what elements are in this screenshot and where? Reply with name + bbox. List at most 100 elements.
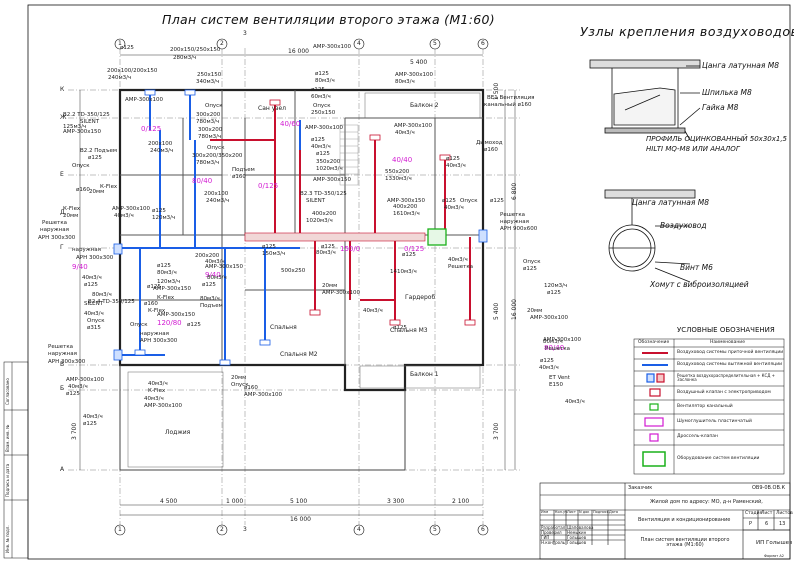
plan-label: 80м3/ч [207, 275, 227, 281]
detail-hanger [589, 59, 701, 141]
axis-left-d: Д [60, 209, 65, 216]
stamp-sheets-head: Листов [776, 511, 793, 516]
plan-label: АМР-300x150 [313, 177, 352, 183]
axis-bottom-1: 1 [118, 526, 122, 533]
plan-label: В2.4 TD-350/125 [88, 299, 135, 305]
plan-label: АРН 300x300 [48, 359, 86, 365]
plan-label: Е150 [549, 382, 563, 388]
plan-label: АМР-300x100 [313, 44, 352, 50]
plan-label: ø125 [187, 322, 201, 328]
details-title: Узлы крепления воздуховодов [580, 24, 794, 39]
plan-label: К-Flex [100, 184, 118, 190]
plan-label: АМР-300x150 [153, 286, 192, 292]
plan-label: 240м3/ч [150, 148, 174, 154]
axis-top-4: 4 [357, 40, 361, 47]
plan-label: канальный ø160 [484, 102, 532, 108]
plan-label: АРН 300x300 [140, 338, 178, 344]
plan-label: 1610м3/ч [393, 211, 420, 217]
room-bedroom-m2: Спальня М2 [280, 351, 318, 358]
plan-label: 80м3/ч [92, 292, 112, 298]
detail-bottom-2: Воздуховод [660, 221, 707, 230]
plan-label: 40м3/ч [539, 365, 559, 371]
plan-label: 40м3/ч [205, 259, 225, 265]
plan-label: АРН 300x300 [38, 235, 76, 241]
axis-left-a: А [60, 466, 65, 473]
plan-label: 300x200 [198, 127, 223, 133]
axis-top-3: 3 [243, 30, 247, 37]
plan-label: АМР-300x100 [530, 315, 569, 321]
plan-label: ø125 [442, 198, 456, 204]
side-label-agreed: Согласовано [5, 378, 10, 405]
plan-label: 80м3/ч [315, 78, 335, 84]
title-block [539, 482, 791, 560]
plan-label: 0/125 [404, 245, 425, 253]
diffusers [134, 89, 476, 366]
plan-label: ø125 [402, 252, 416, 258]
plan-label: наружная [48, 351, 77, 357]
plan-label: АМР-300x100 [394, 123, 433, 129]
plan-label: 40м3/ч [446, 163, 466, 169]
plan-label: SILENT [306, 198, 326, 204]
plan-label: 200x200 [195, 253, 220, 259]
dim-left-1: 3 700 [71, 422, 78, 440]
legend-title: УСЛОВНЫЕ ОБОЗНАЧЕНИЯ [677, 326, 775, 334]
plan-label: ø160 [76, 187, 90, 193]
plan-label: 120м3/ч [157, 279, 181, 285]
plan-label: Подъем [232, 167, 255, 173]
plan-label: АМР-300x150 [205, 264, 244, 270]
dim-top-right: 5 400 [410, 59, 428, 66]
detail-clamp [604, 189, 696, 283]
plan-label: АМР-300x100 [112, 206, 151, 212]
plan-label: 200x150/250x150 [170, 47, 221, 53]
plan-label: 20мм [322, 283, 338, 289]
plan-label: К-Flex [148, 308, 166, 314]
plan-label: ø125 [311, 87, 325, 93]
legend-head-name: Наименование [710, 340, 745, 345]
stamp-person: Немыкин [567, 530, 587, 535]
stamp-col-header: Лист [567, 510, 576, 514]
plan-label: 120м3/ч [152, 215, 176, 221]
room-bathroom: Сан узел [258, 105, 286, 112]
plan-label: 20мм [527, 308, 543, 314]
dim-bottom-1: 4 500 [160, 498, 178, 505]
detail-bottom-1: Цанга латунная М8 [632, 198, 709, 207]
dim-bottom-total: 16 000 [290, 516, 311, 523]
plan-label: В2.2 TD-350/125 [63, 112, 110, 118]
stamp-stage-head: Стадия [745, 511, 763, 516]
plan-label: 40/60 [280, 120, 301, 128]
dim-bottom-3: 5 100 [290, 498, 308, 505]
dim-bottom-2: 1 000 [226, 498, 244, 505]
plan-label: Решетка [545, 346, 571, 352]
dim-right-2: 6 800 [511, 182, 518, 200]
plan-label: 40м3/ч [565, 399, 585, 405]
plan-label: 60м3/ч [311, 94, 331, 100]
plan-label: ВЕ1 Вентиляция [487, 95, 535, 101]
axis-top-6: 6 [481, 40, 485, 47]
plan-label: 40м3/ч [448, 257, 468, 263]
plan-label: 80м3/ч [543, 339, 563, 345]
plan-label: АРН 300x300 [76, 255, 114, 261]
side-label-signature: Подпись и дата [5, 463, 10, 497]
axis-bottom-6: 6 [481, 526, 485, 533]
plan-label: 780м3/ч [196, 119, 220, 125]
plan-label: 80м3/ч [157, 270, 177, 276]
plan-label: наружная [140, 331, 169, 337]
dimension-lines [79, 54, 516, 516]
legend-row-exhaust: Воздуховод системы вытяжной вентиляции [677, 362, 783, 367]
plan-label: Опуск [523, 259, 541, 265]
plan-label: 350x200 [316, 159, 341, 165]
plan-label: наружная [500, 219, 529, 225]
room-loggia: Лоджия [165, 429, 191, 436]
room-balcony-1: Балкон 1 [410, 371, 439, 378]
room-bedroom: Спальня [270, 324, 297, 331]
loggia-outline [119, 92, 481, 471]
plan-label: 780м3/ч [196, 160, 220, 166]
plan-label: 150м3/ч [262, 251, 286, 257]
legend-table [633, 338, 785, 475]
dim-top-total: 16 000 [288, 48, 309, 55]
plan-label: 40м3/ч [114, 213, 134, 219]
stamp-client-label: Заказчик [628, 485, 653, 491]
axis-left-g: Г [60, 244, 64, 251]
stamp-person: Голышев [567, 535, 587, 540]
plan-label: Решетка [42, 220, 68, 226]
